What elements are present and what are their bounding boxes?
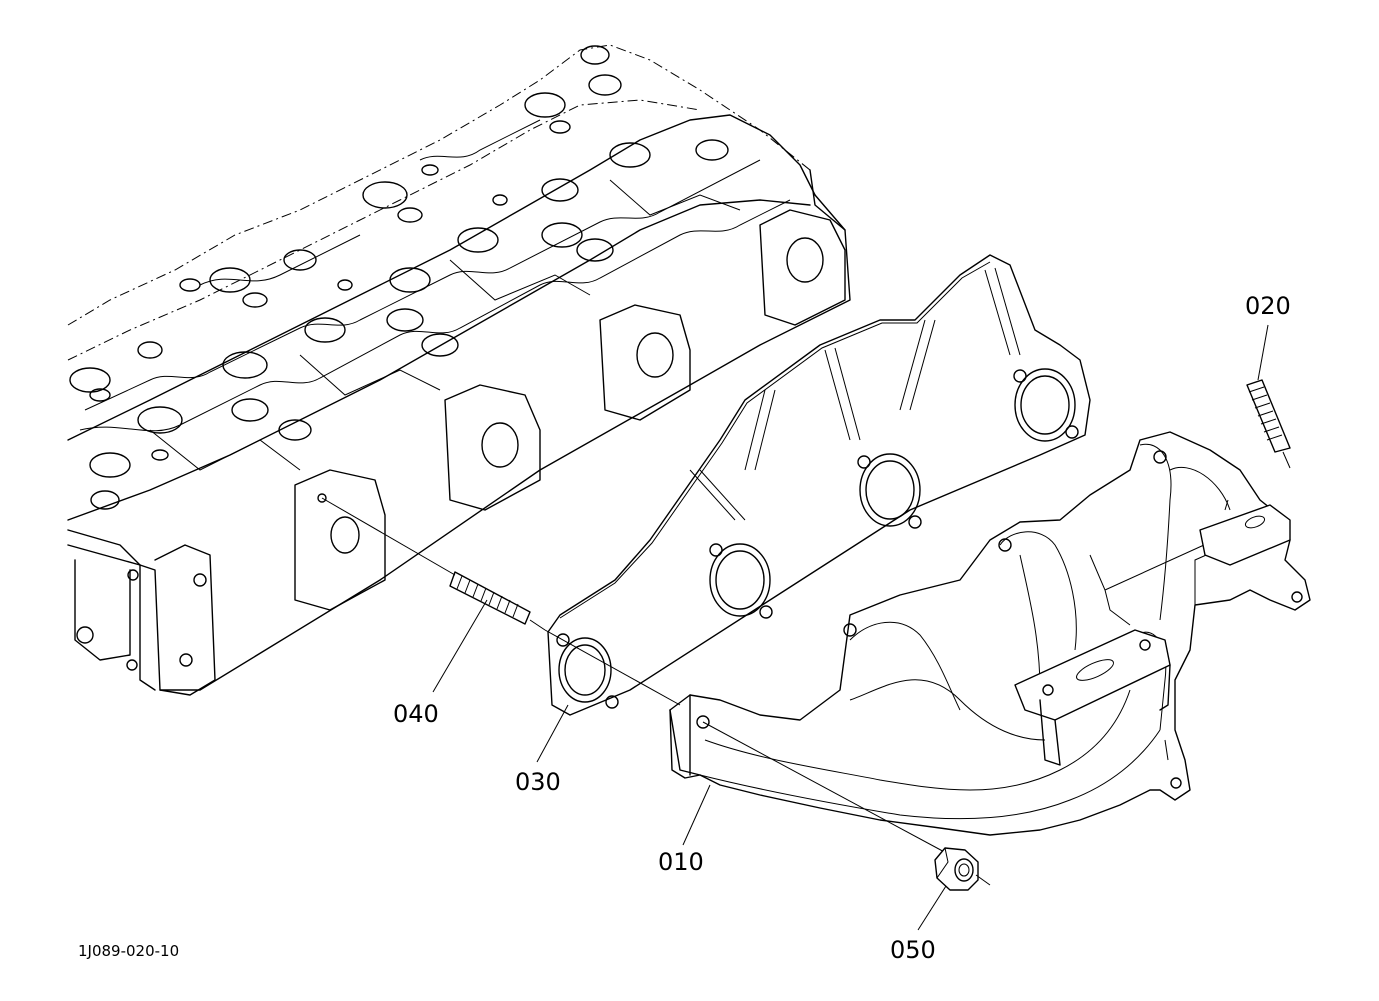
stud-020 — [1246, 379, 1291, 469]
callout-040: 040 — [393, 700, 439, 728]
callout-020: 020 — [1245, 292, 1291, 320]
leader-lines — [432, 324, 1269, 931]
port-boss-2 — [444, 384, 541, 511]
port-boss-4 — [759, 209, 846, 326]
cylinder-head — [67, 44, 851, 696]
diagram-code: 1J089-020-10 — [78, 942, 179, 960]
gasket-030 — [547, 254, 1091, 716]
callout-030: 030 — [515, 768, 561, 796]
alignment-line — [702, 721, 951, 856]
callout-010: 010 — [658, 848, 704, 876]
head-top-features — [69, 45, 729, 510]
port-boss-1 — [294, 469, 386, 611]
exhaust-manifold-010 — [669, 431, 1311, 836]
stud-040 — [321, 497, 546, 631]
alignment-line-040 — [544, 629, 681, 706]
nut-050 — [934, 847, 991, 891]
callout-050: 050 — [890, 936, 936, 964]
port-boss-3 — [599, 304, 691, 421]
